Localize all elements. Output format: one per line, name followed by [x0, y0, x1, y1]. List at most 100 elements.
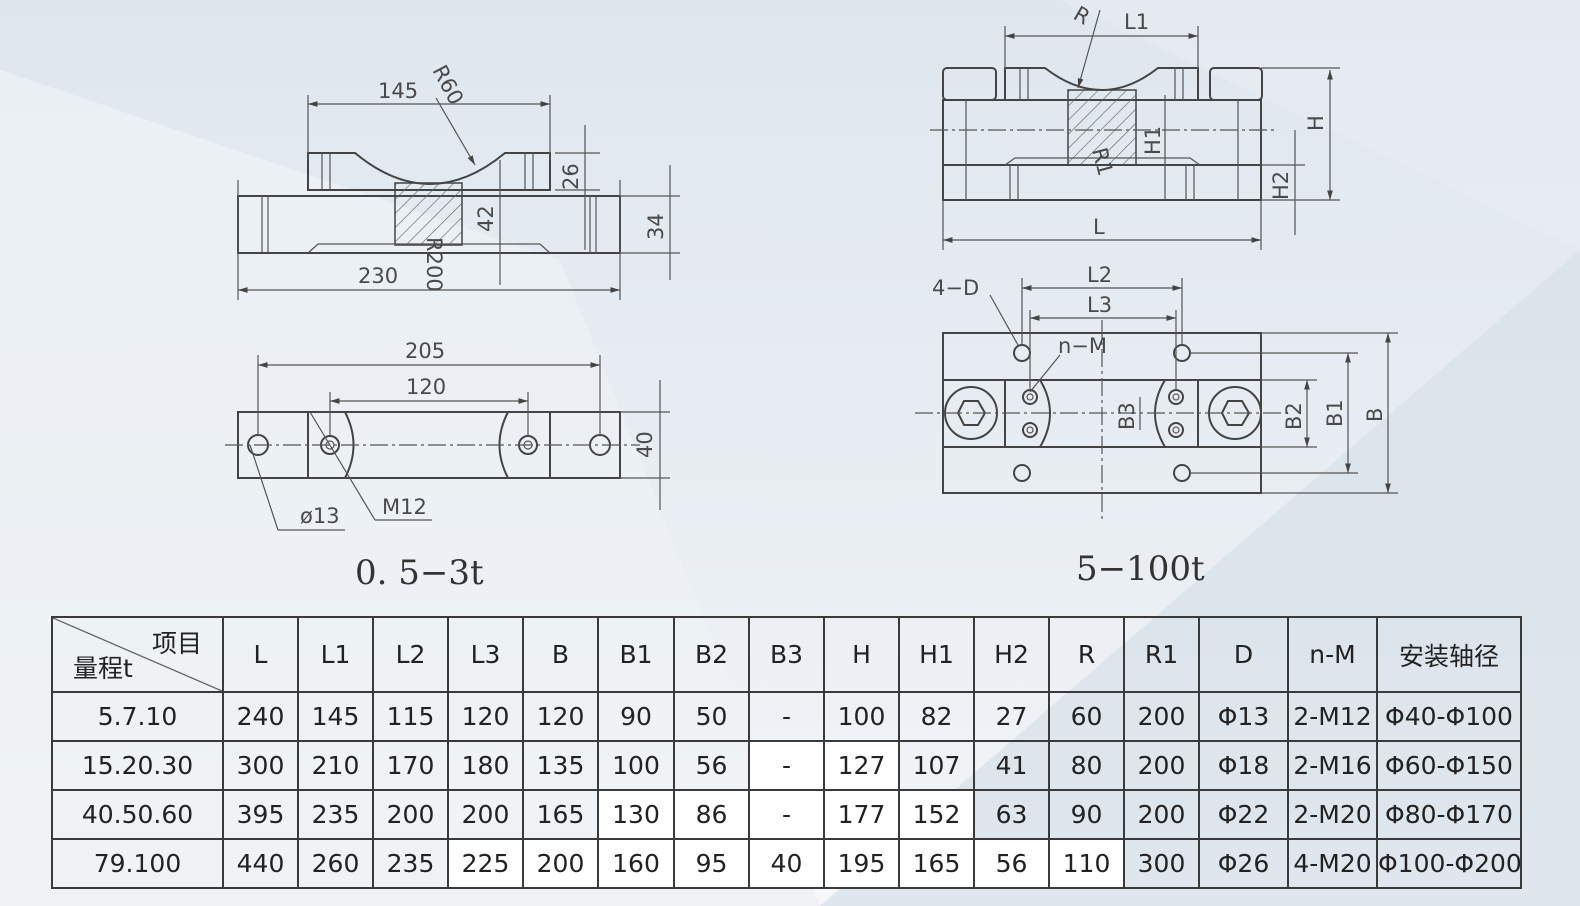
- corner-bottom-label: 量程t: [73, 654, 133, 683]
- dim-26: 26: [559, 163, 583, 190]
- table-cell: 2-M12: [1287, 691, 1378, 742]
- caption-small: 0. 5−3t: [355, 553, 484, 593]
- large-side-view: L1 R H H1 R1 H2 L: [930, 2, 1340, 250]
- row-label: 5.7.10: [51, 691, 224, 742]
- table-cell: 200: [1123, 740, 1200, 791]
- dim-r60: R60: [428, 61, 469, 109]
- header-cell: B1: [597, 616, 675, 693]
- table-cell: 56: [673, 740, 750, 791]
- table-cell: 200: [447, 789, 524, 840]
- table-cell: -: [748, 789, 825, 840]
- table-cell: 100: [823, 691, 900, 742]
- dim-r-side: R: [1070, 2, 1095, 30]
- table-cell: 200: [1123, 789, 1200, 840]
- table-cell: 152: [898, 789, 975, 840]
- table-cell: 40: [748, 838, 825, 889]
- dim-b2: B2: [1282, 402, 1306, 430]
- table-cell: Φ26: [1198, 838, 1289, 889]
- table-cell: 240: [222, 691, 299, 742]
- table-cell: 4-M20: [1287, 838, 1378, 889]
- table-row: 15.20.30 300 210 170 180 135 100 56 - 12…: [51, 740, 1522, 791]
- table-cell: 2-M16: [1287, 740, 1378, 791]
- dim-h2-side: H2: [1269, 171, 1293, 200]
- table-cell: 107: [898, 740, 975, 791]
- spec-table: 项目 量程t L L1 L2 L3 B B1 B2 B3 H H1 H2 R R…: [51, 616, 1522, 889]
- table-cell: 120: [447, 691, 524, 742]
- dim-205: 205: [405, 339, 445, 363]
- table-cell: 82: [898, 691, 975, 742]
- dim-120: 120: [406, 375, 446, 399]
- table-cell: 235: [372, 838, 449, 889]
- table-cell: 180: [447, 740, 524, 791]
- technical-drawings: 145 R60 26 42 34 230 R200 205 120 40: [225, 2, 1398, 593]
- table-cell: -: [748, 691, 825, 742]
- table-cell: 95: [673, 838, 750, 889]
- corner-top-label: 项目: [151, 629, 202, 658]
- table-cell: Φ80-Φ170: [1376, 789, 1522, 840]
- header-cell: H: [823, 616, 900, 693]
- table-header-row: 项目 量程t L L1 L2 L3 B B1 B2 B3 H H1 H2 R R…: [51, 616, 1522, 693]
- table-cell: 110: [1048, 838, 1125, 889]
- dim-b3: B3: [1115, 402, 1139, 430]
- table-cell: 210: [297, 740, 374, 791]
- dim-40: 40: [633, 431, 657, 458]
- header-cell: 安装轴径: [1376, 616, 1522, 693]
- table-cell: 63: [973, 789, 1050, 840]
- small-side-view: 145 R60 26 42 34 230 R200: [237, 61, 680, 300]
- dim-l1-side: L1: [1124, 10, 1149, 34]
- header-cell: L1: [297, 616, 374, 693]
- table-row: 79.100 440 260 235 225 200 160 95 40 195…: [51, 838, 1522, 889]
- dim-l3: L3: [1087, 293, 1112, 317]
- table-cell: 135: [522, 740, 599, 791]
- dim-m12: M12: [382, 495, 427, 519]
- table-cell: 160: [597, 838, 675, 889]
- table-cell: 200: [522, 838, 599, 889]
- header-cell: H1: [898, 616, 975, 693]
- dim-n-m: n−M: [1058, 334, 1107, 358]
- caption-large: 5−100t: [1076, 549, 1205, 589]
- table-cell: 56: [973, 838, 1050, 889]
- table-cell: Φ60-Φ150: [1376, 740, 1522, 791]
- header-cell: L: [222, 616, 299, 693]
- table-cell: 300: [1123, 838, 1200, 889]
- table-cell: 120: [522, 691, 599, 742]
- dim-b: B: [1363, 408, 1387, 422]
- table-cell: 225: [447, 838, 524, 889]
- header-cell: B: [522, 616, 599, 693]
- table-cell: 60: [1048, 691, 1125, 742]
- table-cell: 165: [522, 789, 599, 840]
- header-cell: B2: [673, 616, 750, 693]
- table-cell: 145: [297, 691, 374, 742]
- table-cell: 80: [1048, 740, 1125, 791]
- table-cell: 260: [297, 838, 374, 889]
- table-cell: 90: [1048, 789, 1125, 840]
- dim-4-d: 4−D: [932, 276, 979, 300]
- corner-cell: 项目 量程t: [51, 616, 224, 693]
- table-cell: 200: [1123, 691, 1200, 742]
- table-cell: 200: [372, 789, 449, 840]
- header-cell: H2: [973, 616, 1050, 693]
- table-cell: 195: [823, 838, 900, 889]
- header-cell: B3: [748, 616, 825, 693]
- table-cell: 86: [673, 789, 750, 840]
- dim-h1-side: H1: [1141, 126, 1165, 155]
- table-cell: 115: [372, 691, 449, 742]
- table-cell: 100: [597, 740, 675, 791]
- dim-l2: L2: [1087, 263, 1112, 287]
- table-cell: 177: [823, 789, 900, 840]
- dim-r200: R200: [422, 237, 446, 292]
- table-cell: Φ13: [1198, 691, 1289, 742]
- table-cell: Φ18: [1198, 740, 1289, 791]
- table-cell: Φ40-Φ100: [1376, 691, 1522, 742]
- dim-h-side: H: [1304, 115, 1328, 131]
- table-cell: 50: [673, 691, 750, 742]
- table-cell: 300: [222, 740, 299, 791]
- table-row: 5.7.10 240 145 115 120 120 90 50 - 100 8…: [51, 691, 1522, 742]
- dim-34: 34: [644, 213, 668, 240]
- table-cell: 130: [597, 789, 675, 840]
- dim-b1: B1: [1323, 399, 1347, 427]
- row-label: 40.50.60: [51, 789, 224, 840]
- row-label: 79.100: [51, 838, 224, 889]
- row-label: 15.20.30: [51, 740, 224, 791]
- table-cell: 395: [222, 789, 299, 840]
